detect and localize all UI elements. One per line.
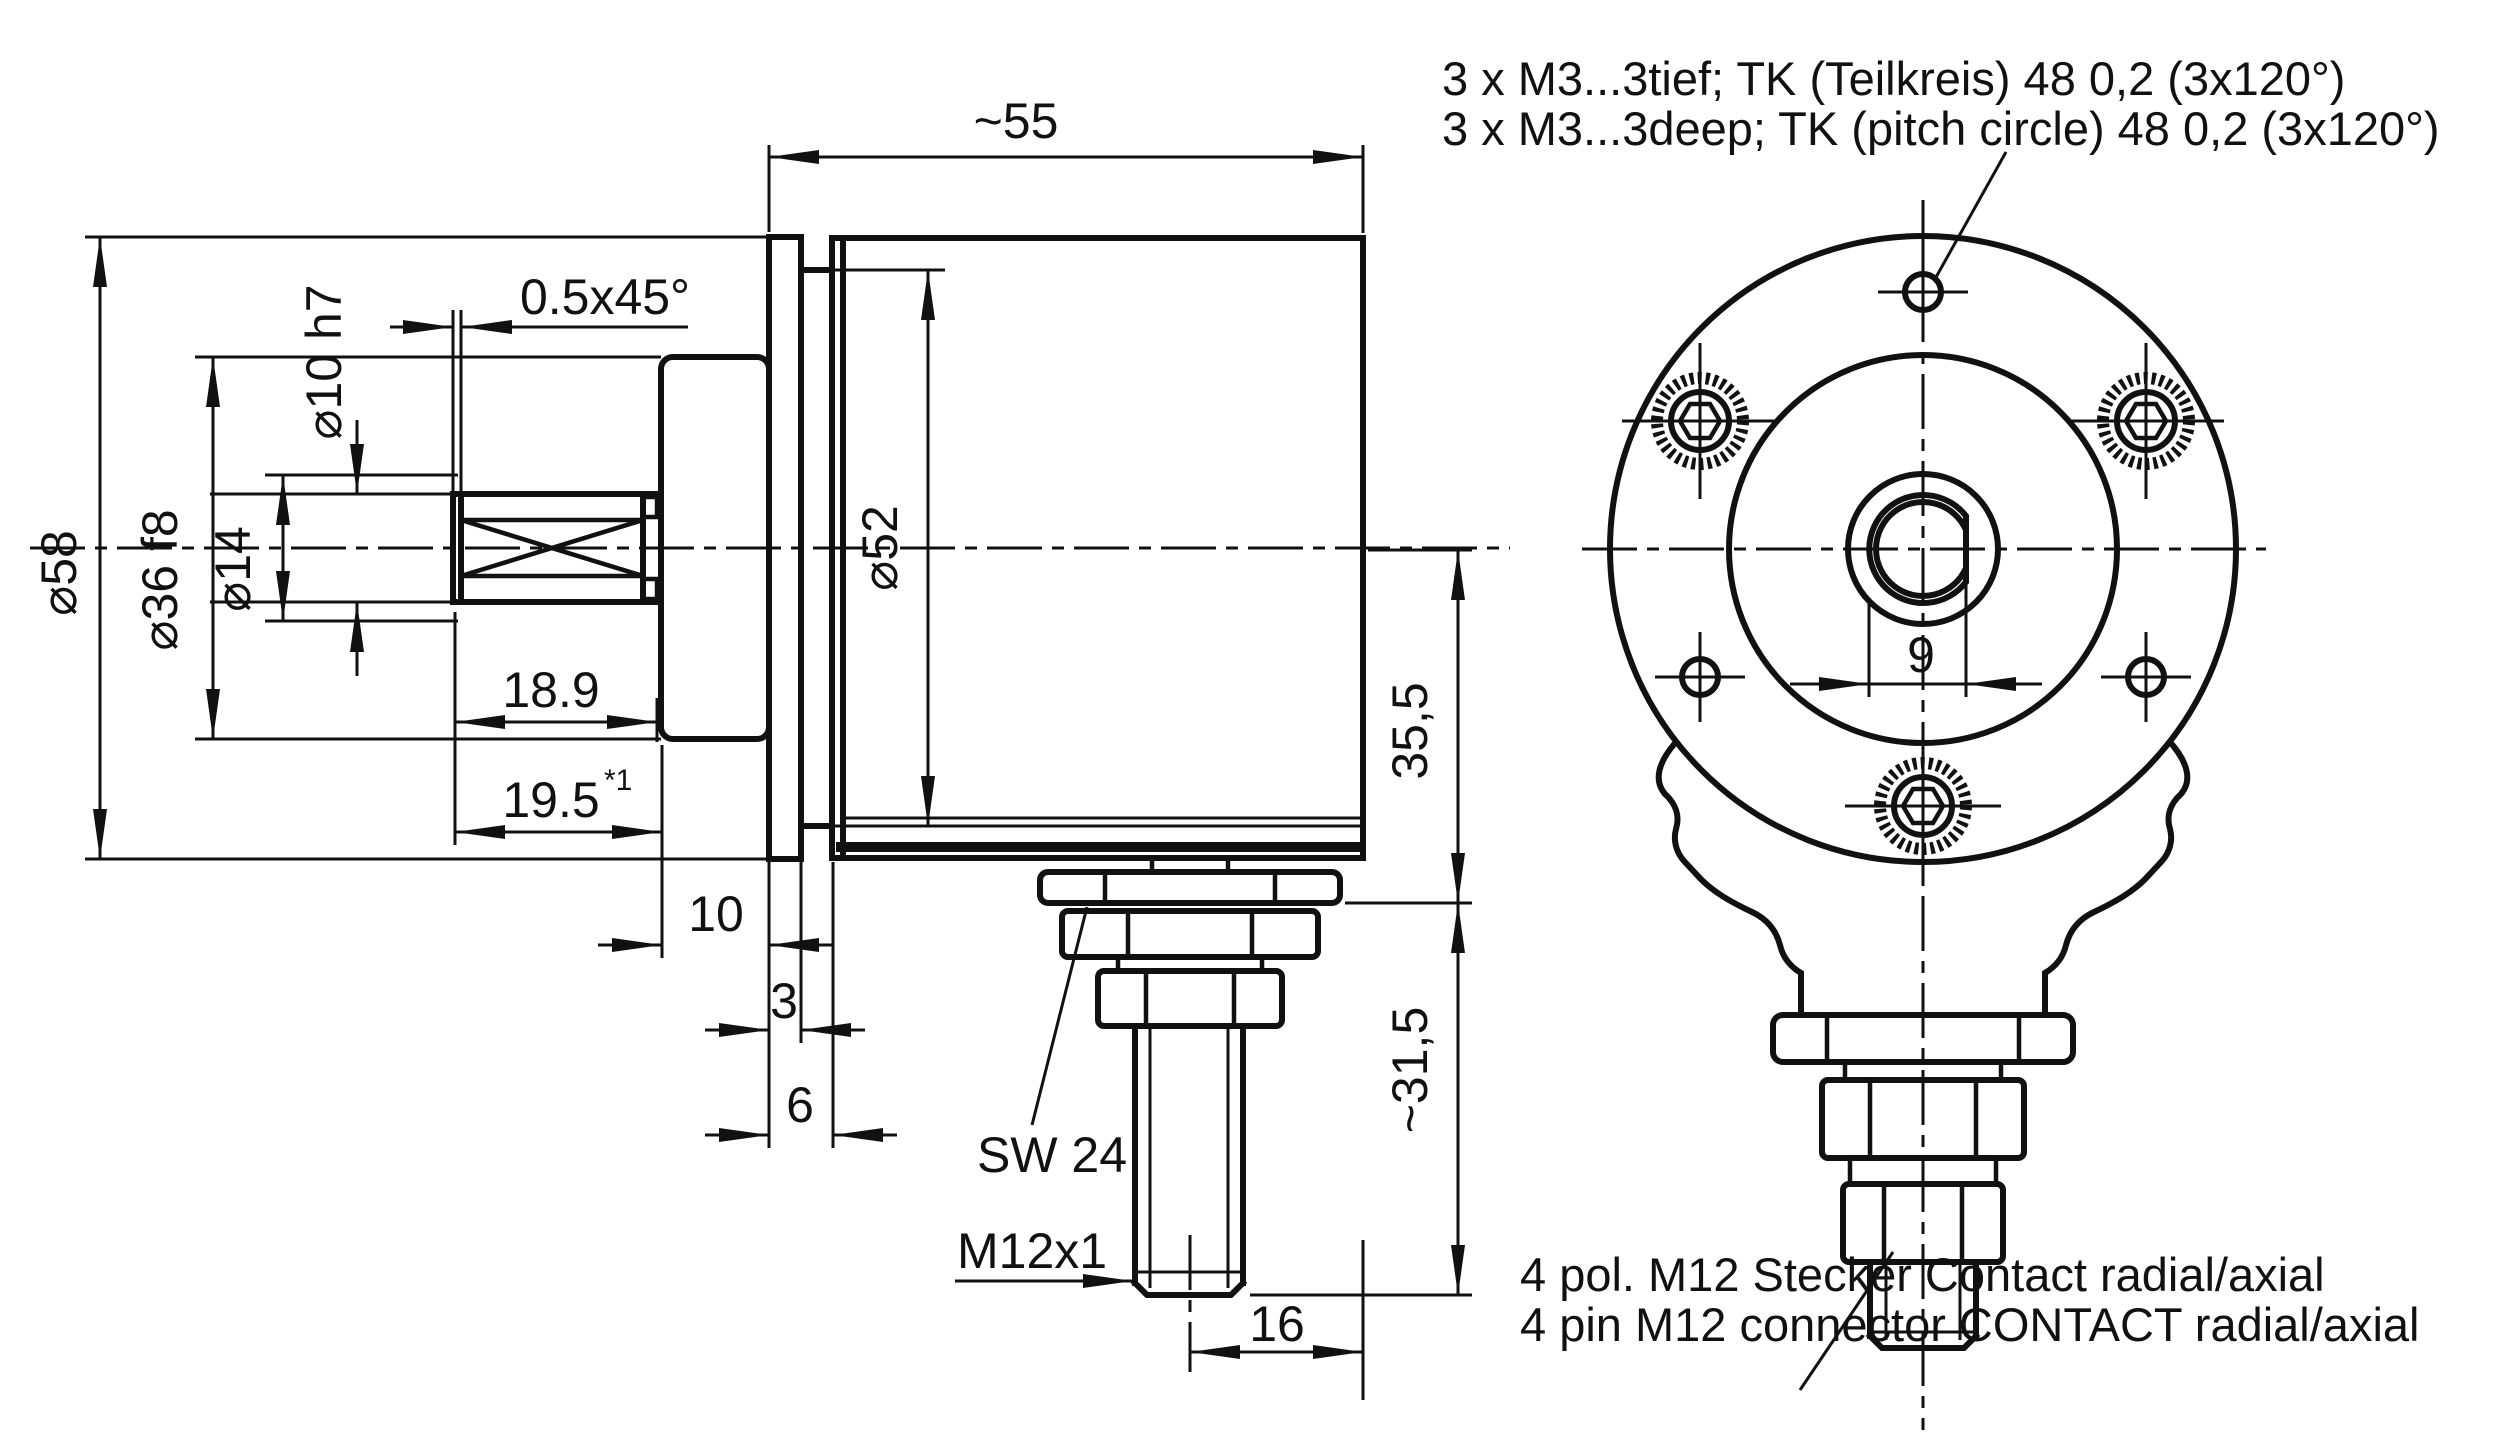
dim-shaft-flat-label: 9 xyxy=(1907,627,1935,683)
connector-hex-nut-front-2 xyxy=(1840,1181,2006,1265)
clamp-cross-diagonal-2 xyxy=(458,517,646,579)
hex-socket xyxy=(2123,401,2169,441)
dim-overall-depth-label: ~55 xyxy=(974,93,1059,149)
mounting-note-german: 3 x M3...3tief; TK (Teilkreis) 48 0,2 (3… xyxy=(1442,52,2345,105)
dim-collar-diameter: ⌀36 f8 xyxy=(132,355,661,741)
connector-note-leader xyxy=(1798,1251,1895,1391)
dim-flange-diameter-label: ⌀58 xyxy=(31,530,87,616)
clamping-flange xyxy=(766,234,804,862)
dim-overall-depth: ~55 xyxy=(767,93,1365,233)
connector-hex-nut-2 xyxy=(1095,968,1285,1029)
dim-collar-to-flange: 10 xyxy=(598,862,832,1148)
dim-center-to-back-label: 16 xyxy=(1249,1296,1305,1352)
connector-note: 4 pol. M12 Stecker Contact radial/axial … xyxy=(1520,1248,2419,1351)
shaft-with-clamp xyxy=(450,491,660,605)
connector-front xyxy=(1770,1012,2076,1351)
front-view: 9 xyxy=(1582,151,2266,1430)
dim-spigot-diameter-label: ⌀52 xyxy=(852,505,908,591)
dim-shaft-length-superscript: *1 xyxy=(604,764,632,797)
dim-collar-diameter-label: ⌀36 f8 xyxy=(132,509,188,650)
dim-connector-length-label: ~31,5 xyxy=(1382,1007,1438,1134)
dim-chamfer-label: 0.5x45° xyxy=(520,269,690,325)
label-thread: M12x1 xyxy=(955,1223,1133,1288)
dim-flange-diameter: ⌀58 xyxy=(31,235,769,861)
dim-shaft-length: 19.5 *1 xyxy=(455,745,664,958)
shaft-front xyxy=(1845,471,2001,627)
hex-socket xyxy=(1900,786,1946,826)
connector-thread-stub xyxy=(1130,1023,1248,1298)
connector-thread-stub-front xyxy=(1865,1259,1981,1351)
wrench-leader-line xyxy=(1030,906,1089,1126)
label-wrench-size: SW 24 xyxy=(977,906,1127,1183)
connector-note-german: 4 pol. M12 Stecker Contact radial/axial xyxy=(1520,1248,2325,1301)
dim-connector-length: ~31,5 xyxy=(1250,903,1472,1297)
m3-hole-lower-left xyxy=(1655,632,1745,722)
label-wrench-size-text: SW 24 xyxy=(977,1127,1127,1183)
dim-flange-to-body: 6 xyxy=(705,862,897,1148)
dim-flange-to-body-label: 6 xyxy=(786,1077,814,1133)
dim-clamp-length-label: 18.9 xyxy=(502,662,599,718)
connector-side xyxy=(1037,855,1343,1298)
dim-spigot-diameter: ⌀52 xyxy=(801,268,945,828)
mounting-screw-bottom xyxy=(1845,728,2001,884)
lower-housing-outline xyxy=(1655,737,2191,1018)
connector-note-english: 4 pin M12 connector CONTACT radial/axial xyxy=(1520,1298,2419,1351)
dim-clamp-length: 18.9 xyxy=(453,612,659,845)
label-thread-text: M12x1 xyxy=(957,1223,1107,1279)
dim-shaft-flat: 9 xyxy=(1790,585,2042,697)
dim-axis-to-mount-face: 35,5 xyxy=(1345,548,1472,905)
dim-collar-to-flange-label: 10 xyxy=(688,886,744,942)
dim-flange-thickness-label: 3 xyxy=(770,973,798,1029)
m3-hole-top xyxy=(1878,247,1968,337)
mounting-note: 3 x M3...3tief; TK (Teilkreis) 48 0,2 (3… xyxy=(1442,52,2440,155)
mounting-note-english: 3 x M3...3deep; TK (pitch circle) 48 0,2… xyxy=(1442,102,2440,155)
dim-flange-thickness: 3 xyxy=(705,862,865,1043)
housing-body xyxy=(829,235,1366,861)
connector-washer-front xyxy=(1770,1012,2076,1065)
dim-axis-to-mount-face-label: 35,5 xyxy=(1382,682,1438,779)
hex-socket xyxy=(1677,401,1723,441)
dim-shaft-diameter-label: ⌀10 h7 xyxy=(296,284,352,439)
dim-center-to-back: 16 xyxy=(1188,1235,1365,1400)
mounting-screw-upper-right xyxy=(2068,343,2224,499)
side-view: ~55 0.5x45° ⌀10 h7 ⌀14 xyxy=(30,93,1510,1400)
dim-chamfer: 0.5x45° xyxy=(390,269,690,492)
dim-shaft-length-label: 19.5 xyxy=(502,772,599,828)
m3-hole-lower-right xyxy=(2101,632,2191,722)
dim-shaft-diameter: ⌀10 h7 xyxy=(210,284,453,676)
mounting-screw-upper-left xyxy=(1622,343,1778,499)
connector-washer xyxy=(1037,869,1343,906)
mounting-note-leader xyxy=(1933,151,2008,280)
